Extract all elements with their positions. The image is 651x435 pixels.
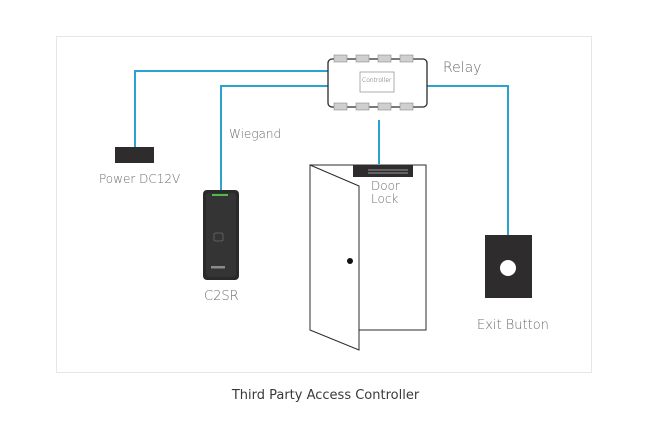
- terminal-block: [399, 54, 414, 63]
- door-lock-icon: [353, 165, 413, 177]
- exit-button-label: Exit Button: [477, 318, 549, 333]
- card-reader-icon: [203, 190, 239, 280]
- controller: [327, 54, 428, 111]
- door-lock-label-line1: Door: [371, 179, 400, 193]
- terminal-block: [377, 102, 392, 111]
- wiegand-label: Wiegand: [229, 127, 282, 141]
- nfc-icon: [213, 232, 224, 242]
- relay-label: Relay: [443, 60, 482, 76]
- terminal-block: [333, 102, 348, 111]
- door-icon: [309, 164, 427, 351]
- wire-power: [134, 70, 328, 148]
- terminal-block: [355, 54, 370, 63]
- reader-label: C2SR: [204, 289, 239, 304]
- wire-relay: [427, 85, 509, 236]
- terminal-block: [355, 102, 370, 111]
- wire-wiegand: [220, 85, 328, 192]
- diagram-caption: Third Party Access Controller: [231, 388, 420, 403]
- terminal-block: [399, 102, 414, 111]
- door-knob: [347, 258, 353, 264]
- exit-button-icon: [485, 235, 532, 298]
- power-label: Power DC12V: [99, 172, 181, 186]
- terminal-block: [377, 54, 392, 63]
- door-lock-label: Door Lock: [371, 180, 400, 206]
- terminal-block: [333, 54, 348, 63]
- power-supply-icon: [115, 147, 154, 163]
- door-lock-label-line2: Lock: [371, 192, 399, 206]
- controller-label-box: [359, 71, 395, 93]
- controller-label: Controller: [362, 77, 392, 84]
- door-leaf: [309, 164, 360, 351]
